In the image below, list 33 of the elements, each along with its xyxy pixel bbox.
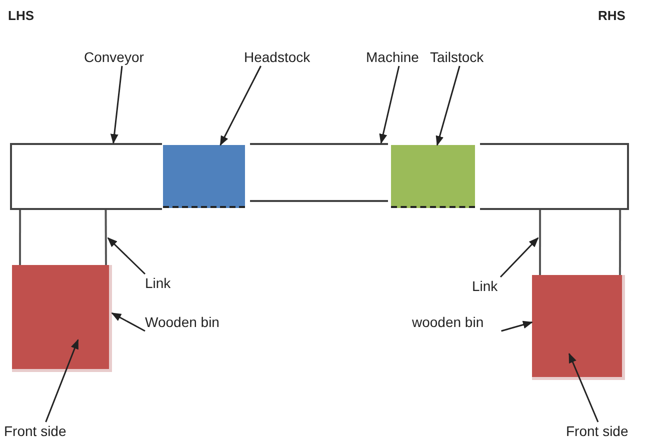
leader-arrow [500,237,539,278]
link-rod [618,210,622,275]
tailstock-block [391,145,475,208]
leader-arrow [436,66,460,146]
leader-arrow [111,312,146,332]
leader-arrow [501,320,533,332]
wooden-bin [12,265,112,372]
callout-label: Machine [366,48,432,66]
leader-arrow [107,237,146,275]
leader-arrow [220,66,262,146]
leader-arrow [45,338,79,422]
side-label: LHS [8,8,34,23]
leader-arrow [568,352,599,422]
machine-bed [250,143,388,202]
callout-label: Link [145,274,181,292]
callout-label: Headstock [244,48,328,66]
callout-label: Link [472,277,510,295]
callout-label: wooden bin [412,313,506,331]
callout-label: Conveyor [84,48,160,66]
callout-label: Front side [4,422,80,440]
link-rod [539,210,542,275]
wooden-bin [532,275,625,380]
conveyor-section [10,143,162,210]
callout-label: Tailstock [430,48,504,66]
link-rod [19,210,22,265]
conveyor-section [480,143,629,210]
headstock-block [163,145,245,208]
leader-arrow [110,66,123,144]
callout-label: Front side [566,422,646,440]
callout-label: Wooden bin [145,313,237,331]
leader-arrow [379,66,400,144]
link-rod [104,210,107,265]
side-label: RHS [598,8,626,23]
